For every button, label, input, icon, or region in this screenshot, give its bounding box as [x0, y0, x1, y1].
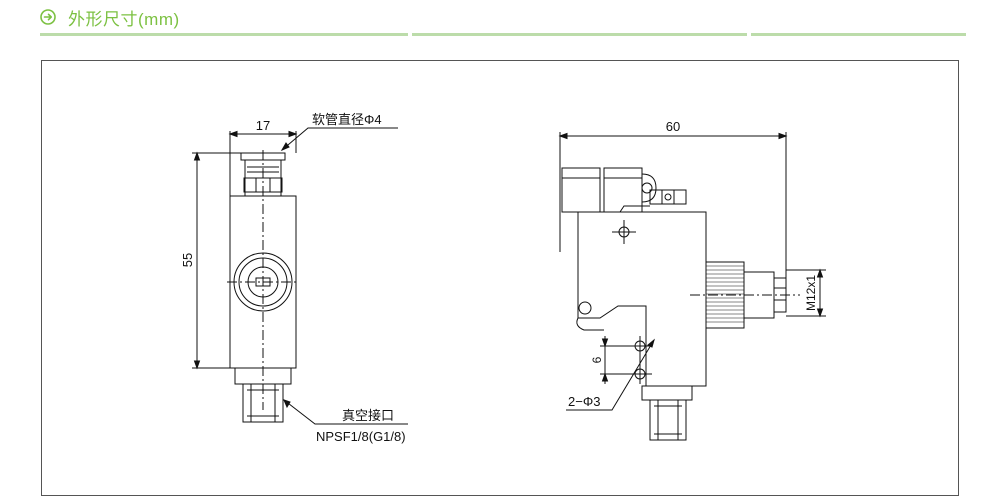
front-vacuum-port [242, 383, 284, 423]
section-title: 外形尺寸(mm) [68, 9, 180, 29]
header-divider-3 [751, 33, 966, 36]
side-fitting-left [561, 167, 601, 179]
mount-hole-label: 2−Φ3 [568, 394, 600, 409]
side-fitting-right [603, 167, 643, 179]
section-header: 外形尺寸(mm) [40, 4, 180, 30]
front-view [192, 127, 408, 425]
hole-spacing-dimension: 6 [590, 356, 604, 363]
side-length-dimension: 60 [666, 119, 680, 134]
side-bottom-port [649, 399, 687, 441]
drawing-frame [41, 60, 959, 496]
side-top-nut [649, 189, 687, 205]
vacuum-port-label: 真空接口 [342, 408, 394, 423]
side-bottom-collar [641, 385, 693, 401]
arrow-circle-right-icon [40, 9, 56, 25]
hose-diameter-label: 软管直径Φ4 [312, 112, 382, 127]
header-divider-1 [40, 33, 408, 36]
header-divider-2 [412, 33, 747, 36]
side-view [558, 132, 826, 441]
vacuum-port-spec: NPSF1/8(G1/8) [316, 429, 406, 444]
front-width-dimension: 17 [256, 118, 270, 133]
front-height-dimension: 55 [180, 253, 195, 267]
thread-dimension: M12x1 [804, 275, 818, 311]
